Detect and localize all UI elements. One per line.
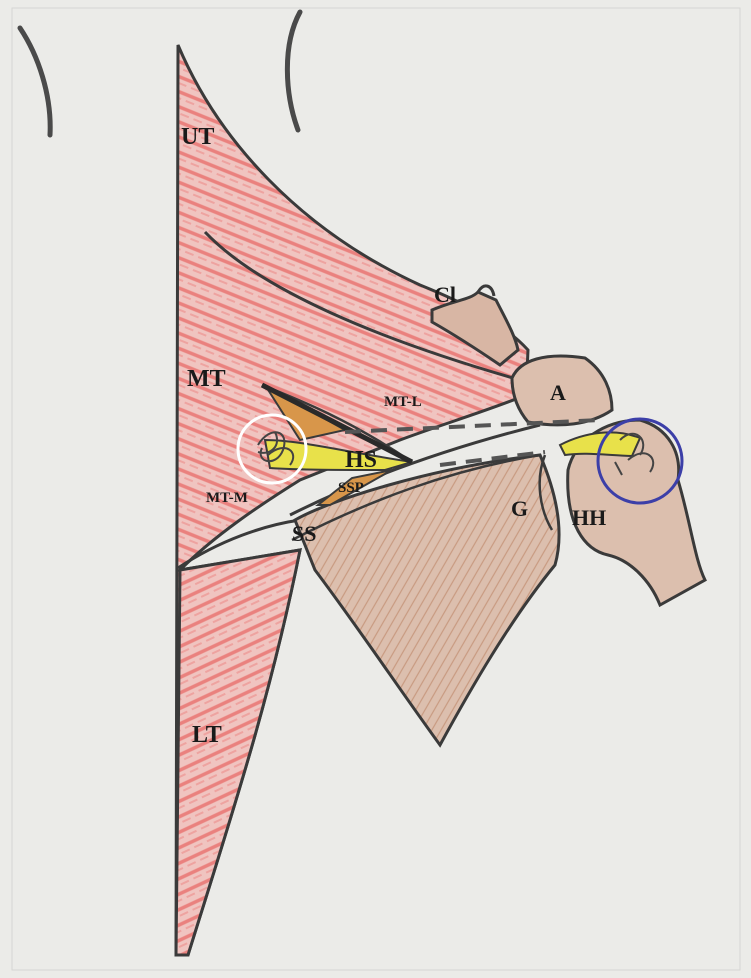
label-mt-l: MT-L	[384, 394, 422, 410]
label-a: A	[550, 380, 566, 405]
label-ut: UT	[181, 124, 214, 150]
label-hs: HS	[345, 447, 377, 473]
label-hh: HH	[572, 505, 606, 530]
label-ssp: SSP	[338, 480, 364, 496]
label-g: G	[511, 496, 528, 521]
label-cl: Cl	[434, 282, 456, 307]
label-mt-m: MT-M	[206, 490, 248, 506]
label-mt: MT	[187, 366, 226, 392]
label-lt: LT	[192, 722, 222, 748]
label-ss: SS	[292, 521, 316, 546]
